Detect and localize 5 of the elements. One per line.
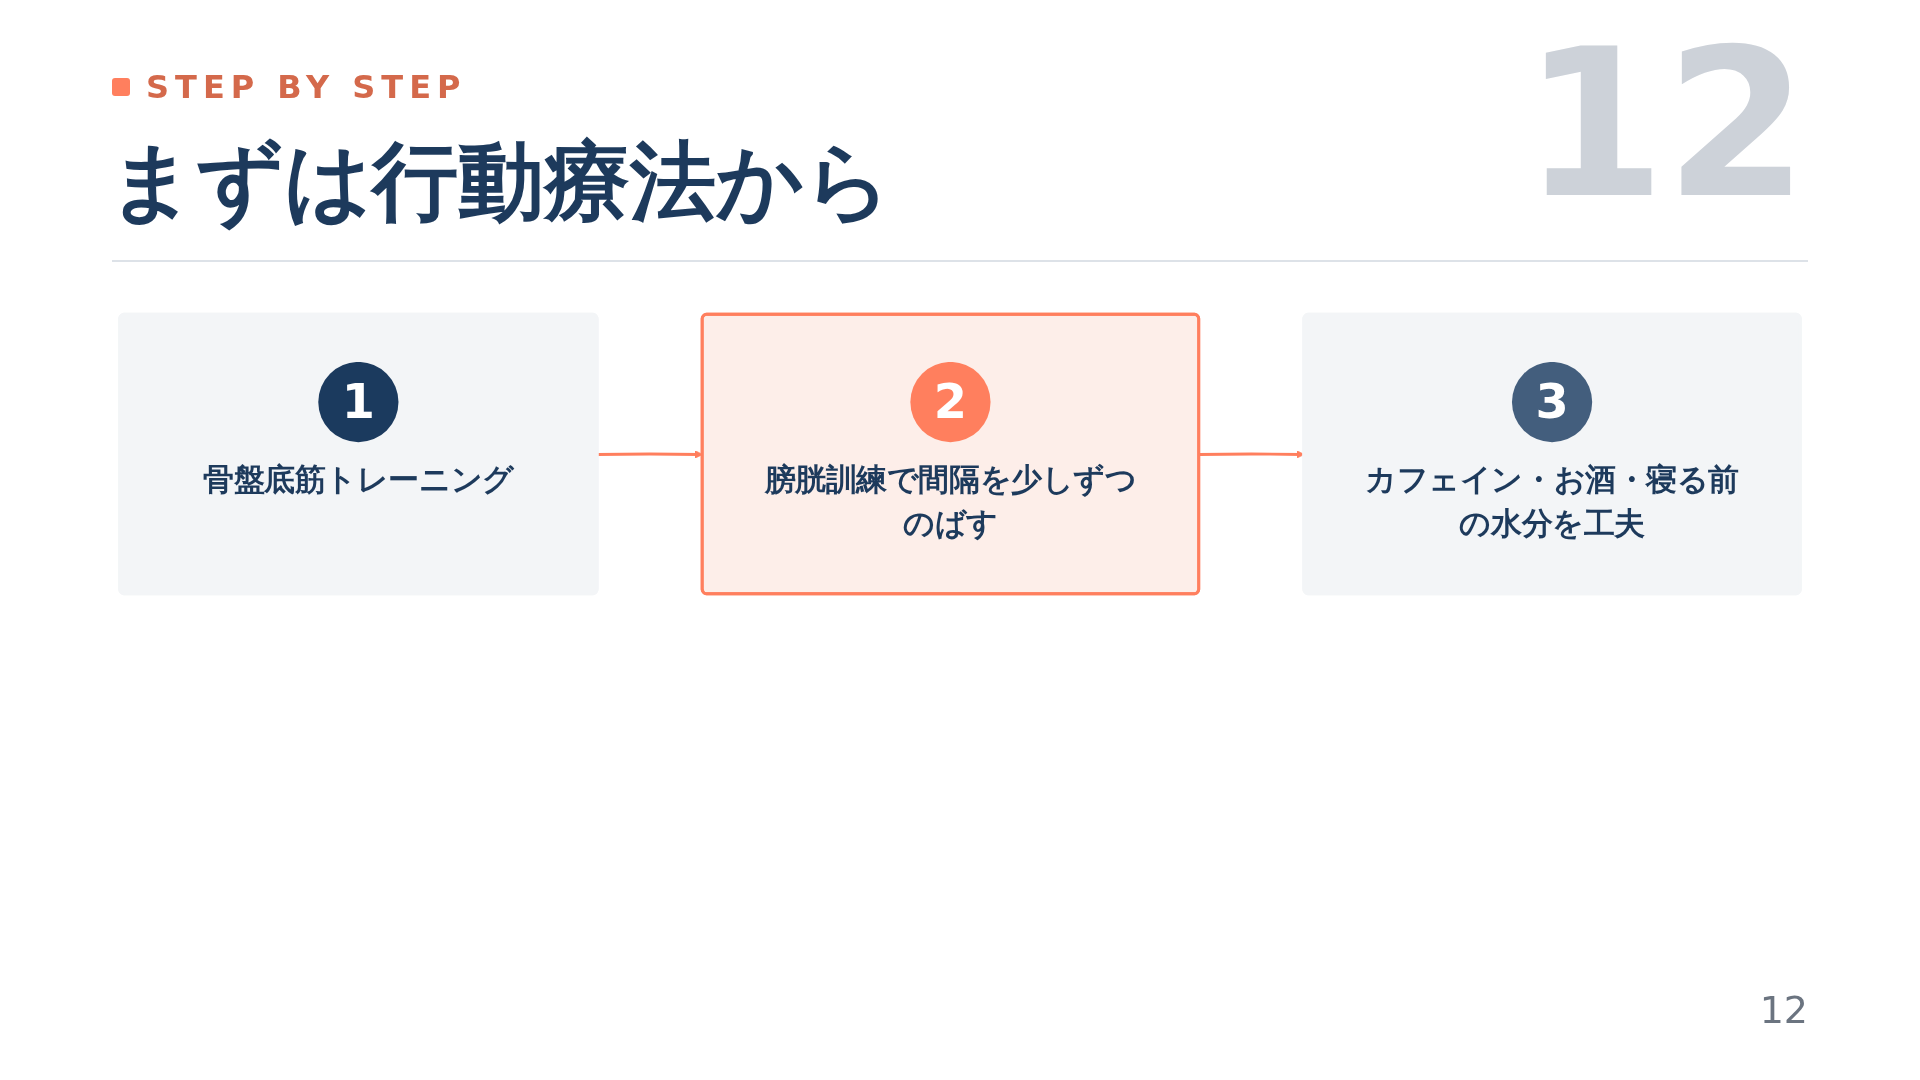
- step-card: 2 膀胱訓練で間隔を少しずつのばす: [700, 312, 1201, 596]
- slide-title: まずは行動療法から: [108, 132, 892, 231]
- section-label: STEP BY STEP: [146, 68, 467, 106]
- arrow: [597, 450, 703, 459]
- page-number: 12: [1759, 988, 1808, 1032]
